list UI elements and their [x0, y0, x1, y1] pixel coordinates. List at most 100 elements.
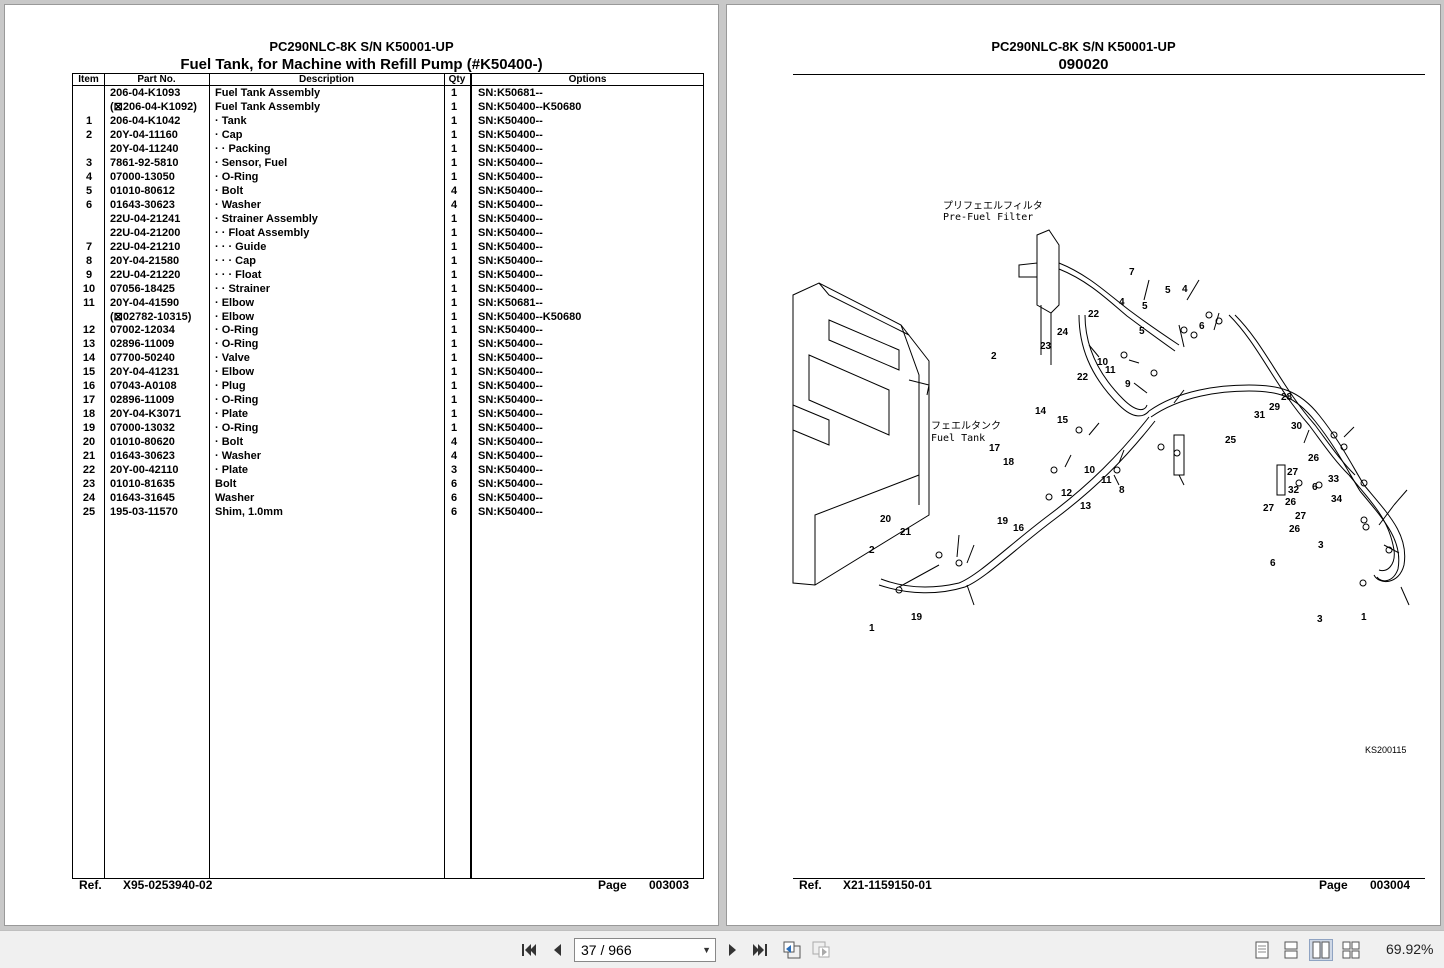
qty-cell: 1 [450, 114, 458, 127]
options-cell: SN:K50400-- [478, 324, 543, 337]
part-callout: 19 [911, 612, 923, 623]
chevron-down-icon[interactable]: ▼ [702, 945, 711, 955]
page-number-text: 37 / 966 [581, 942, 632, 958]
part-callout: 3 [1317, 614, 1323, 625]
document-viewport[interactable]: PC290NLC-8K S/N K50001-UP Fuel Tank, for… [0, 0, 1444, 930]
jp-fuel-tank-label: フェエルタンク [931, 420, 1001, 432]
part-number-cell: 07043-A0108 [110, 380, 177, 393]
part-callout: 29 [1269, 402, 1281, 413]
options-cell: SN:K50400-- [478, 436, 543, 449]
part-callout: 9 [1125, 379, 1131, 390]
description-cell: · · · Guide [215, 240, 267, 253]
facing-view-button[interactable] [1309, 939, 1333, 961]
options-cell: SN:K50681-- [478, 296, 543, 309]
qty-cell: 1 [450, 324, 458, 337]
ref-value: X21-1159150-01 [843, 878, 932, 892]
options-cell: SN:K50400-- [478, 142, 543, 155]
zoom-level[interactable]: 69.92% [1386, 941, 1434, 957]
options-cell: SN:K50400-- [478, 408, 543, 421]
qty-cell: 4 [450, 184, 458, 197]
part-callout: 24 [1057, 327, 1069, 338]
part-number-cell: 22U-04-21241 [110, 212, 181, 225]
description-cell: · Tank [215, 114, 247, 127]
options-cell: SN:K50681-- [478, 87, 543, 99]
item-cell: 10 [82, 282, 96, 295]
part-callout: 23 [1040, 341, 1052, 352]
part-number-cell: 02896-11009 [110, 394, 175, 407]
description-cell: Bolt [215, 478, 237, 491]
model-heading: PC290NLC-8K S/N K50001-UP [991, 39, 1176, 54]
description-cell: · · Strainer [215, 282, 271, 295]
description-cell: · Sensor, Fuel [215, 156, 288, 169]
part-callout: 26 [1285, 497, 1297, 508]
item-cell: 5 [85, 184, 93, 197]
part-callout: 27 [1263, 503, 1275, 514]
qty-cell: 1 [450, 282, 458, 295]
qty-cell: 1 [450, 408, 458, 421]
continuous-view-button[interactable] [1279, 939, 1303, 961]
part-callout: 10 [1084, 465, 1096, 476]
model-heading: PC290NLC-8K S/N K50001-UP [269, 39, 454, 54]
pre-fuel-filter-label: Pre-Fuel Filter [943, 212, 1033, 223]
drawing-code: KS200115 [1365, 745, 1407, 755]
options-cell: SN:K50400-- [478, 492, 543, 505]
part-callout: 1 [869, 623, 875, 634]
first-page-button[interactable] [520, 941, 538, 959]
qty-cell: 1 [450, 366, 458, 379]
part-callout: 22 [1077, 372, 1089, 383]
part-number-cell: 20Y-04-41231 [110, 366, 180, 379]
single-page-icon [1255, 941, 1269, 959]
fuel-tank-outline [792, 282, 930, 586]
description-cell: · Bolt [215, 184, 244, 197]
part-number-cell: 01643-30623 [110, 198, 175, 211]
previous-page-button[interactable] [548, 941, 566, 959]
part-callout: 18 [1003, 457, 1015, 468]
qty-cell: 4 [450, 436, 458, 449]
description-cell: · · · Cap [215, 254, 256, 267]
part-number-cell: 22U-04-21200 [110, 226, 181, 239]
options-cell: SN:K50400-- [478, 254, 543, 267]
page-title: Fuel Tank, for Machine with Refill Pump … [180, 56, 543, 73]
part-number-cell: 20Y-04-K3071 [110, 408, 181, 421]
next-page-button[interactable] [724, 941, 742, 959]
options-cell: SN:K50400-- [478, 268, 543, 281]
column-divider [104, 74, 105, 878]
part-callout: 12 [1061, 488, 1073, 499]
item-cell: 11 [83, 296, 95, 309]
options-cell: SN:K50400-- [478, 366, 543, 379]
column-divider [470, 74, 472, 878]
part-callout: 8 [1119, 485, 1125, 496]
options-cell: SN:K50400-- [478, 114, 543, 127]
part-number-cell: (⊠02782-10315) [110, 310, 192, 323]
part-number-cell: 20Y-04-11160 [110, 128, 178, 141]
last-page-button[interactable] [751, 941, 769, 959]
description-cell: · Valve [215, 352, 250, 365]
qty-cell: 4 [450, 198, 458, 211]
single-page-view-button[interactable] [1250, 939, 1274, 961]
viewer-toolbar: 37 / 966 ▼ 69.92% [0, 930, 1444, 968]
column-divider [444, 74, 445, 878]
go-forward-button[interactable] [810, 941, 832, 959]
description-cell: · · · Float [215, 268, 262, 281]
continuous-facing-view-button[interactable] [1339, 939, 1363, 961]
page-number-input[interactable]: 37 / 966 ▼ [574, 938, 716, 962]
qty-cell: 1 [450, 156, 458, 169]
description-cell: · O-Ring [215, 422, 259, 435]
part-callout: 22 [1088, 309, 1100, 320]
part-callout: 4 [1182, 284, 1188, 295]
item-cell: 9 [85, 268, 93, 281]
options-cell: SN:K50400-- [478, 170, 543, 183]
options-cell: SN:K50400-- [478, 394, 543, 407]
qty-cell: 1 [450, 142, 458, 155]
options-cell: SN:K50400-- [478, 422, 543, 435]
go-back-button[interactable] [781, 941, 803, 959]
part-callout: 2 [991, 351, 997, 362]
part-callout: 11 [1105, 365, 1116, 376]
